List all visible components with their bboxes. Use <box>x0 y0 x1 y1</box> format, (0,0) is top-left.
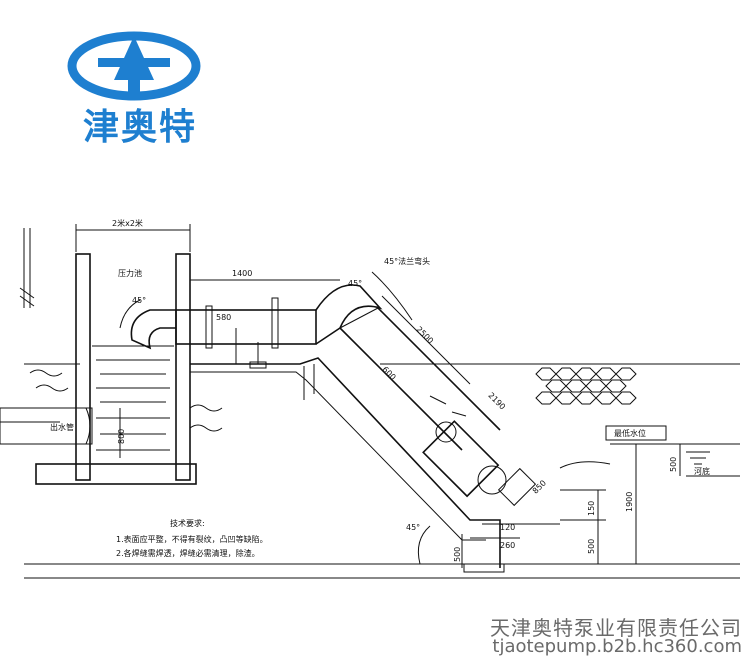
low-water-label: 最低水位 <box>614 428 646 438</box>
base-plate <box>463 563 505 573</box>
inclined-pipe <box>339 307 501 451</box>
outlet-label: 出水管 <box>50 422 74 432</box>
horizontal-pipe <box>175 297 317 369</box>
soil-hatch <box>189 424 223 432</box>
dim-2190: 2190 <box>486 391 507 412</box>
dim-1400: 1400 <box>232 269 252 278</box>
dim-500-b: 500 <box>587 539 596 554</box>
website-text: tjaotepump.b2b.hc360.com <box>492 636 742 657</box>
dim-500-a: 500 <box>453 547 462 562</box>
pool-size-label: 2米x2米 <box>112 218 143 228</box>
dim-600: 600 <box>380 365 397 382</box>
inlet-elbow <box>130 309 176 350</box>
gabion-mesh <box>535 367 637 405</box>
dim-2500: 2500 <box>414 325 435 346</box>
left-wall <box>19 228 35 308</box>
dim-120: 120 <box>500 523 515 532</box>
dim-580: 580 <box>216 313 231 322</box>
dim-850: 850 <box>531 478 548 495</box>
company-name: 天津奥特泵业有限责任公司 <box>490 616 742 640</box>
angle-label-upper: 45° <box>348 279 362 288</box>
dim-260: 260 <box>500 541 515 550</box>
notes-title: 技术要求: <box>170 518 205 528</box>
dim-150: 150 <box>587 501 596 516</box>
soil-hatch <box>29 369 63 377</box>
soil-hatch <box>35 384 69 392</box>
notes-line-1: 1.表面应平整，不得有裂纹，凸凹等缺陷。 <box>116 534 268 544</box>
pool-label: 压力池 <box>118 268 142 278</box>
soil-hatch <box>189 404 223 412</box>
pressure-pool <box>35 253 197 485</box>
angle-label-bottom: 45° <box>406 523 420 532</box>
pump-unit <box>422 395 537 507</box>
pump-installation-diagram: 2米x2米 压力池 出水管 800 45° 1400 580 45° 45°法兰… <box>0 218 740 579</box>
low-water-box <box>605 425 667 441</box>
dim-1900: 1900 <box>625 492 634 512</box>
dim-800: 800 <box>117 429 126 444</box>
dim-500-c: 500 <box>669 457 678 472</box>
river-bed-label: 河底 <box>694 466 710 476</box>
upper-elbow <box>315 284 383 345</box>
outlet-pipe <box>0 407 93 445</box>
elbow-label: 45°法兰弯头 <box>384 256 430 266</box>
brand-name: 津奥特 <box>82 107 197 148</box>
embankment <box>190 357 501 568</box>
notes-line-2: 2.各焊缝需焊透，焊缝必需清理，除渣。 <box>116 548 260 558</box>
angle-arc-bottom <box>417 525 431 565</box>
aote-logo-icon <box>67 31 201 101</box>
